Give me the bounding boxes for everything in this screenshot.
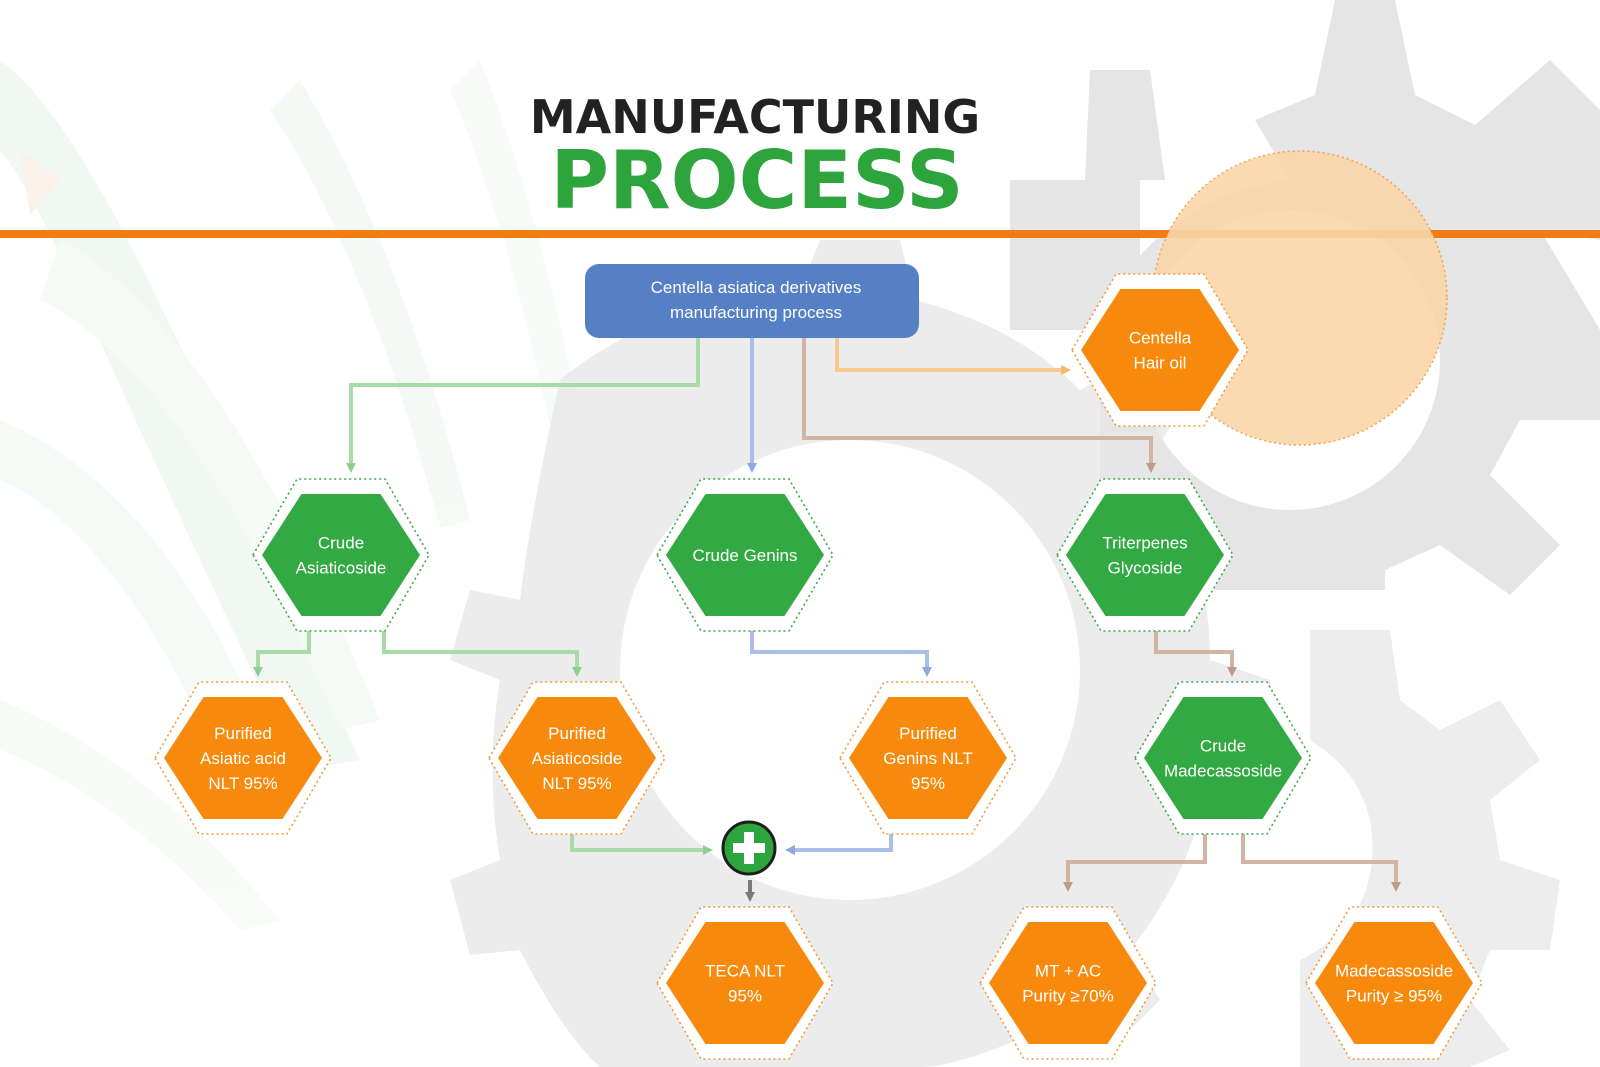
root-process-box: Centella asiatica derivatives manufactur… [585, 264, 919, 338]
node-label: MT + AC [1035, 962, 1101, 981]
node-label: Purified [899, 724, 957, 743]
node-shape [849, 697, 1007, 819]
arrow-to-crude-madecassoside [1154, 627, 1237, 677]
node-shape [498, 697, 656, 819]
node-shape [164, 697, 322, 819]
header-rule [0, 230, 1600, 238]
node-shape [666, 922, 824, 1044]
arrow-root-to-crude-asiaticoside [346, 335, 700, 473]
node-label: Madecassoside [1164, 762, 1282, 781]
connectors [253, 335, 1401, 902]
node-label: Crude [318, 534, 364, 553]
node-label: Purity ≥70% [1022, 987, 1114, 1006]
node-label: Crude [1200, 737, 1246, 756]
node-shape [262, 494, 420, 616]
node-shape [1066, 494, 1224, 616]
title-line1: MANUFACTURING [530, 90, 980, 144]
node-crude-genins: Crude Genins [656, 478, 834, 632]
title-line2: PROCESS [550, 134, 963, 227]
node-label: Crude Genins [693, 546, 798, 565]
arrow-to-purified-asiaticoside [382, 627, 582, 677]
node-label: TECA NLT [705, 962, 785, 981]
arrow-to-madecassoside [1241, 832, 1401, 892]
node-label: Asiatic acid [200, 749, 286, 768]
node-shape [1144, 697, 1302, 819]
node-label: 95% [911, 774, 945, 793]
root-label-line2: manufacturing process [670, 303, 842, 322]
node-mt-ac: MT + AC Purity ≥70% [979, 906, 1157, 1060]
node-label: NLT 95% [208, 774, 277, 793]
root-box-shape [585, 264, 919, 338]
node-shape [666, 494, 824, 616]
node-label: Glycoside [1108, 559, 1183, 578]
arrow-root-to-hair-oil [835, 335, 1071, 375]
node-label: NLT 95% [542, 774, 611, 793]
node-label: Purity ≥ 95% [1346, 987, 1442, 1006]
node-label: Asiaticoside [296, 559, 387, 578]
node-label: 95% [728, 987, 762, 1006]
node-label: Purified [214, 724, 272, 743]
node-label: Triterpenes [1102, 534, 1187, 553]
node-label: Genins NLT [883, 749, 972, 768]
plus-icon [721, 820, 777, 876]
arrow-to-purified-asiatic-acid [253, 627, 311, 677]
node-label: Hair oil [1134, 354, 1187, 373]
node-shape [1081, 289, 1239, 411]
arrow-to-purified-genins [750, 627, 932, 677]
root-label-line1: Centella asiatica derivatives [651, 278, 862, 297]
node-teca: TECA NLT 95% [656, 906, 834, 1060]
arrow-to-mt-ac [1063, 832, 1207, 892]
node-label: Madecassoside [1335, 962, 1453, 981]
arrow-root-to-triterpenes [802, 335, 1156, 473]
node-label: Asiaticoside [532, 749, 623, 768]
node-shape [989, 922, 1147, 1044]
node-label: Purified [548, 724, 606, 743]
node-shape [1315, 922, 1473, 1044]
node-label: Centella [1129, 329, 1192, 348]
